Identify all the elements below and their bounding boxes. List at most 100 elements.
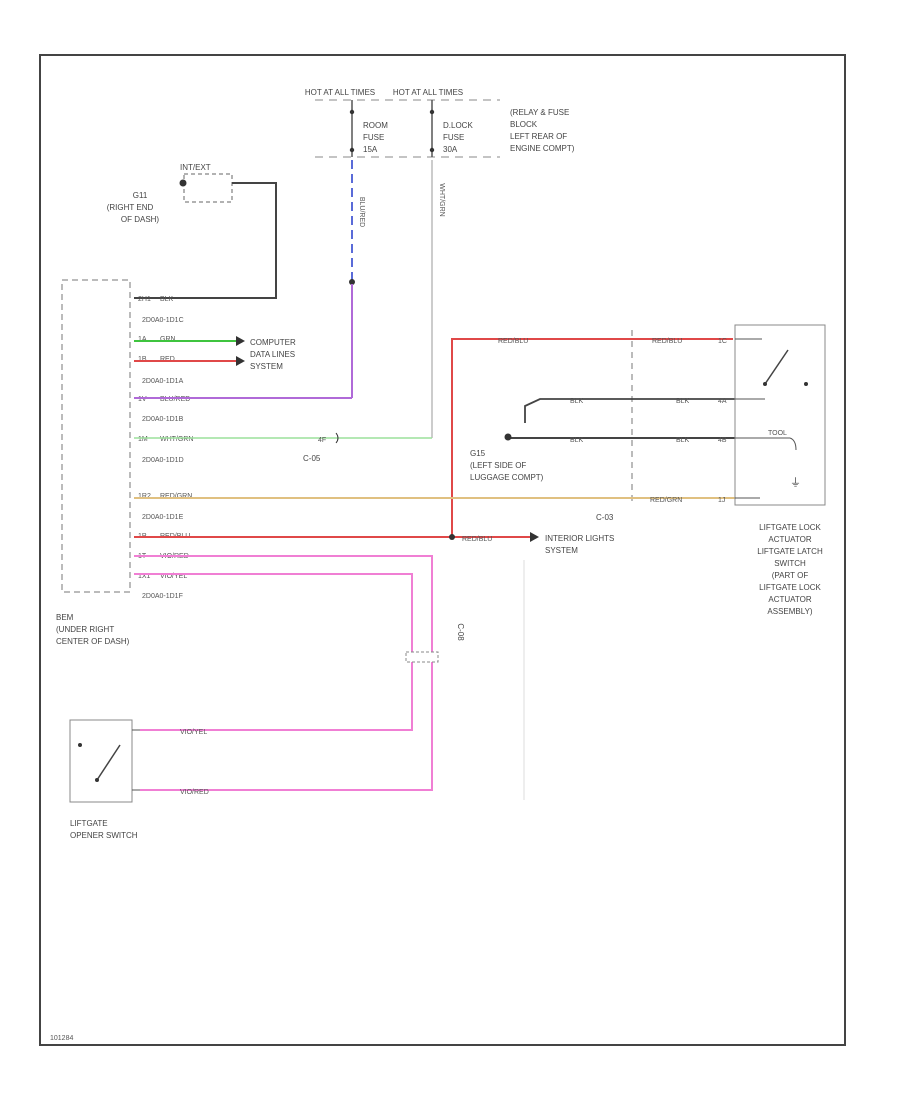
bem-conn-4: 2D0A0-1D1A: [142, 378, 184, 385]
connector-c2-label: C-03: [596, 513, 614, 522]
liftgate-lock-label-6: LIFTGATE LOCK: [759, 583, 821, 592]
bem-wire-7: WHT/GRN: [160, 436, 193, 443]
g15-ground-point: [504, 433, 512, 441]
left-fuse-terminal-top: [349, 109, 355, 115]
lock-motor-symbol: [789, 437, 797, 451]
liftgate-lock-box: [734, 324, 826, 506]
wire-blk-mid: [524, 398, 735, 423]
g11-ground-point: [179, 179, 187, 187]
bem-conn-10: 2D0A0-1D1E: [142, 514, 184, 521]
arrow-interior: [530, 532, 539, 542]
wire-red-grn-label: RED/GRN: [650, 497, 682, 504]
computer-label-1: COMPUTER: [250, 338, 296, 347]
bem-module: BEM (UNDER RIGHT CENTER OF DASH) 2H1 BLK…: [56, 279, 193, 646]
connector-c3-label: C-08: [456, 623, 465, 641]
connector-c3-box: [405, 651, 439, 663]
opener-label-1: LIFTGATE: [70, 819, 108, 828]
g15-label-1: G15: [470, 449, 486, 458]
wire-red-blu-interior-label: RED/BLU: [462, 536, 492, 543]
bem-conn-8: 2D0A0-1D1D: [142, 457, 184, 464]
right-hot-label: HOT AT ALL TIMES: [393, 88, 463, 97]
left-fuse-label-3: 15A: [363, 145, 378, 154]
bem-conn-14: 2D0A0-1D1F: [142, 593, 183, 600]
bem-conn-1: 2D0A0-1D1C: [142, 317, 184, 324]
wire-vio-red: [134, 555, 433, 791]
right-fuse-label-1: D.LOCK: [443, 121, 473, 130]
motor-icon: ⏚: [790, 476, 801, 489]
lock-pin-1: 4A: [718, 398, 727, 405]
wire-blk-low-left: BLK: [570, 437, 584, 444]
lock-motor-label: TOOL: [768, 430, 787, 437]
relay-block-label-3: LEFT REAR OF: [510, 132, 567, 141]
computer-label-3: SYSTEM: [250, 362, 283, 371]
bem-wire-13: VIO/YEL: [160, 573, 187, 580]
bem-pin-2: 1A: [138, 336, 147, 343]
splice-blu-red: [349, 279, 355, 285]
opener-switch-contact: [78, 743, 82, 747]
wire-blk-ground: [134, 182, 277, 299]
liftgate-lock-label-3: LIFTGATE LATCH: [757, 547, 823, 556]
left-hot-label: HOT AT ALL TIMES: [305, 88, 375, 97]
liftgate-lock-actuator: 1C 4A 4B 1J TOOL ⏚: [718, 324, 826, 506]
liftgate-lock-label-2: ACTUATOR: [768, 535, 811, 544]
c3-pin-label: 4F: [318, 437, 326, 444]
opener-switch-pivot: [95, 778, 99, 782]
liftgate-lock-label-5: (PART OF: [772, 571, 809, 580]
relay-block-label-1: (RELAY & FUSE: [510, 108, 569, 117]
int-ext-switch-box: [183, 173, 233, 203]
footer-code: 101284: [50, 1035, 73, 1042]
splice-red-blu: [449, 534, 455, 540]
relay-block-label-2: BLOCK: [510, 120, 538, 129]
wire-vio-yel-label: VIO/YEL: [180, 729, 207, 736]
lock-switch-arm: [764, 349, 789, 385]
bem-conn-6: 2D0A0-1D1B: [142, 416, 184, 423]
interior-label-2: SYSTEM: [545, 546, 578, 555]
wire-vio-red-label: VIO/RED: [180, 789, 209, 796]
right-fuse-terminal-top: [429, 109, 435, 115]
relay-block-label-4: ENGINE COMPT): [510, 144, 575, 153]
computer-label-2: DATA LINES: [250, 350, 295, 359]
wire-blk-low-right: BLK: [676, 437, 690, 444]
opener-switch-box: [69, 719, 133, 803]
lock-pin-2: 4B: [718, 437, 727, 444]
wire-wht-grn-label: WHT/GRN: [438, 183, 445, 216]
interior-label-1: INTERIOR LIGHTS: [545, 534, 614, 543]
left-fuse-label-1: ROOM: [363, 121, 388, 130]
liftgate-lock-label-8: ASSEMBLY): [767, 607, 813, 616]
bem-pin-9: 1R2: [138, 493, 151, 500]
arrow-grn: [236, 336, 245, 346]
wire-blu-red-label: BLU/RED: [358, 197, 365, 227]
g11-label-1: G11: [133, 191, 148, 200]
bem-pin-5: 1V: [138, 396, 147, 403]
liftgate-lock-label-1: LIFTGATE LOCK: [759, 523, 821, 532]
connector-c1-label: C-05: [303, 454, 321, 463]
bem-wire-5: BLU/RED: [160, 396, 190, 403]
bem-pin-3: 1B: [138, 356, 147, 363]
diagram-frame: [39, 54, 846, 1046]
g15-label-3: LUGGAGE COMPT): [470, 473, 544, 482]
lock-switch-contact: [804, 382, 808, 386]
power-source: HOT AT ALL TIMES HOT AT ALL TIMES (RELAY…: [305, 88, 575, 158]
bem-label-1: BEM: [56, 613, 74, 622]
opener-switch-arm: [96, 744, 121, 781]
bem-wire-2: GRN: [160, 336, 176, 343]
bem-wire-0: BLK: [160, 296, 174, 303]
bem-wire-9: RED/GRN: [160, 493, 192, 500]
bem-pin-0: 2H1: [138, 296, 151, 303]
bem-pin-13: 1X1: [138, 573, 151, 580]
opener-label-2: OPENER SWITCH: [70, 831, 138, 840]
wire-red-blu-top-left: RED/BLU: [498, 338, 528, 345]
bem-label-2: (UNDER RIGHT: [56, 625, 114, 634]
left-fuse-label-2: FUSE: [363, 133, 384, 142]
liftgate-lock-label-4: SWITCH: [774, 559, 806, 568]
left-fuse-terminal-bottom: [349, 147, 355, 153]
g11-label-2: (RIGHT END: [107, 203, 154, 212]
g11-label-3: OF DASH): [121, 215, 160, 224]
int-ext-label: INT/EXT: [180, 163, 211, 172]
bem-box: [61, 279, 131, 593]
lock-pin-3: 1J: [718, 497, 725, 504]
c3-connector-mark: [335, 432, 339, 444]
lock-pin-0: 1C: [718, 338, 727, 345]
liftgate-lock-label-7: ACTUATOR: [768, 595, 811, 604]
right-fuse-label-3: 30A: [443, 145, 458, 154]
